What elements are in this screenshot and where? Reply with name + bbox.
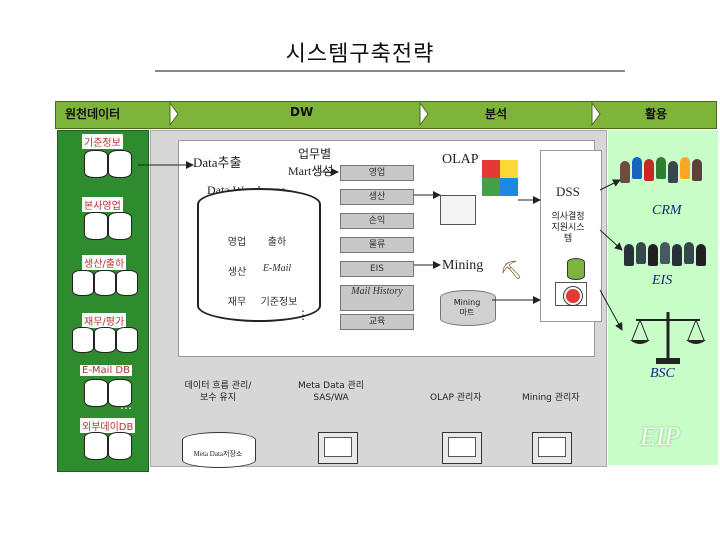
mart-profit: 손익: [340, 213, 414, 229]
mart-education: 교육: [340, 314, 414, 330]
db-cylinder-icon: [84, 379, 108, 407]
mart-eis: EIS: [340, 261, 414, 277]
db-cylinder-icon: [84, 212, 108, 240]
pickaxe-icon: ⛏: [500, 260, 523, 281]
bsc-label: BSC: [650, 366, 675, 381]
db-cylinder-icon: [116, 270, 138, 296]
dss-description: 의사결정지원시스템: [551, 212, 585, 244]
db-cylinder-icon: [94, 327, 116, 353]
header-analysis: 분석: [485, 107, 508, 121]
source-finance-eval: 재무/평가: [82, 313, 127, 328]
mining-mart-cylinder-icon: [440, 290, 496, 326]
mining-mart-label: Mining 마트: [453, 298, 481, 317]
mart-create-label-1: 업무별: [298, 147, 332, 161]
crm-people-icon: [618, 145, 713, 200]
mart-create-label-2: Mart생성: [288, 164, 334, 178]
eis-people-icon: [624, 236, 716, 272]
dw-colon: ⋮: [297, 308, 309, 322]
data-warehouse-cylinder-icon: [197, 188, 321, 322]
dss-db-icon: [567, 258, 585, 280]
mining-admin-label: Mining 관리자: [522, 393, 580, 403]
header-source-data: 원천데이터: [65, 107, 121, 121]
data-extract-label: Data추출: [193, 155, 242, 170]
header-utilization: 활용: [645, 107, 668, 121]
db-cylinder-icon: [84, 150, 108, 178]
dw-cell-email: E-Mail: [262, 263, 292, 274]
db-cylinder-icon: [108, 432, 132, 460]
db-cylinder-icon: [94, 270, 116, 296]
source-external-db: 외부데이DB: [80, 418, 136, 433]
balance-scale-icon: [630, 312, 706, 364]
mart-mail-history: Mail History: [340, 285, 414, 311]
dw-cell-production: 생산: [227, 267, 247, 278]
dw-cell-base-info: 기준정보: [260, 297, 298, 308]
header-bar: [55, 101, 717, 129]
db-cylinder-icon: [108, 150, 132, 178]
db-cylinder-icon: [72, 270, 94, 296]
olap-label: OLAP: [442, 152, 479, 167]
db-cylinder-icon: [84, 432, 108, 460]
db-cylinder-icon: [116, 327, 138, 353]
dss-label: DSS: [556, 184, 580, 199]
mart-production: 생산: [340, 189, 414, 205]
title-underline: [155, 70, 625, 72]
crm-label: CRM: [652, 203, 682, 218]
utilization-panel: [608, 130, 718, 465]
page-title: 시스템구축전략: [285, 42, 435, 67]
meta-data-admin-label: Meta Data 관리 SAS/WA: [297, 381, 365, 403]
source-panel: [57, 130, 149, 472]
header-dw: DW: [290, 105, 314, 119]
eis-label: EIS: [652, 273, 673, 288]
dw-cell-shipping: 출하: [267, 237, 287, 248]
mart-sales: 영업: [340, 165, 414, 181]
source-email-db: E-Mail DB: [80, 365, 132, 376]
dw-cell-sales: 영업: [227, 237, 247, 248]
source-head-sales: 본사영업: [82, 197, 123, 212]
computer-monitor-icon: [442, 432, 482, 464]
computer-monitor-icon: [318, 432, 358, 464]
meta-store-cylinder-icon: [182, 432, 256, 468]
spreadsheet-icon: [440, 195, 476, 225]
mart-logistics: 물류: [340, 237, 414, 253]
dw-cell-finance: 재무: [227, 297, 247, 308]
eip-label: EIP: [640, 422, 681, 451]
dss-box: [540, 150, 602, 322]
mining-label: Mining: [442, 258, 484, 273]
computer-monitor-icon: [532, 432, 572, 464]
source-production-shipping: 생산/출하: [82, 255, 127, 270]
meta-store-label: Meta Data저장소: [193, 450, 243, 458]
source-base-info: 기준정보: [82, 134, 123, 149]
db-cylinder-icon: [72, 327, 94, 353]
target-chart-icon: [555, 282, 587, 306]
olap-cube-icon: [482, 160, 518, 196]
db-cylinder-icon: [108, 379, 132, 407]
db-cylinder-icon: [108, 212, 132, 240]
olap-admin-label: OLAP 관리자: [430, 393, 482, 403]
data-flow-admin-label: 데이터 흐름 관리/보수 유지: [184, 381, 252, 403]
